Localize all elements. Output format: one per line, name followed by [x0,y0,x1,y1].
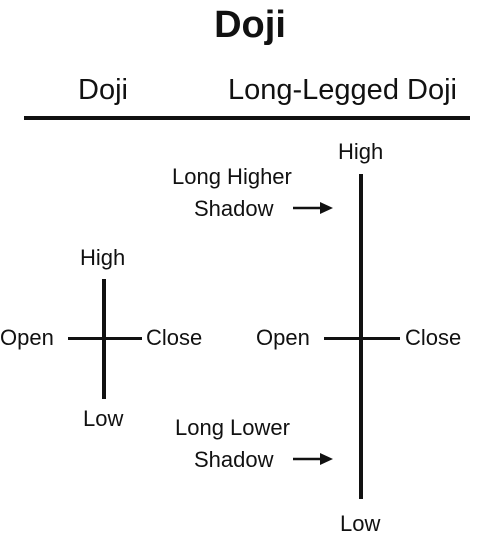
long-legged-doji-shadow-line [359,174,363,499]
lower-shadow-label-line2: Shadow [194,447,274,472]
arrow-right-icon [293,453,333,465]
doji-body-line [68,337,142,340]
doji-high-label: High [80,245,126,270]
column-heading-doji: Doji [78,74,128,106]
long-legged-doji-low-label: Low [340,511,381,536]
doji-close-label: Close [146,325,203,350]
upper-shadow-label-line1: Long Higher [172,164,292,189]
long-legged-doji-open-label: Open [256,325,310,350]
doji-low-label: Low [83,406,124,431]
diagram-title: Doji [214,4,286,46]
column-heading-long-legged-doji: Long-Legged Doji [228,74,457,106]
heading-divider [24,116,470,120]
long-legged-doji-body-line [324,337,400,340]
lower-shadow-label-line1: Long Lower [175,415,290,440]
doji-open-label: Open [0,325,54,350]
long-legged-doji-high-label: High [338,139,384,164]
upper-shadow-label-line2: Shadow [194,196,274,221]
long-legged-doji-close-label: Close [405,325,462,350]
arrow-right-icon [293,202,333,214]
